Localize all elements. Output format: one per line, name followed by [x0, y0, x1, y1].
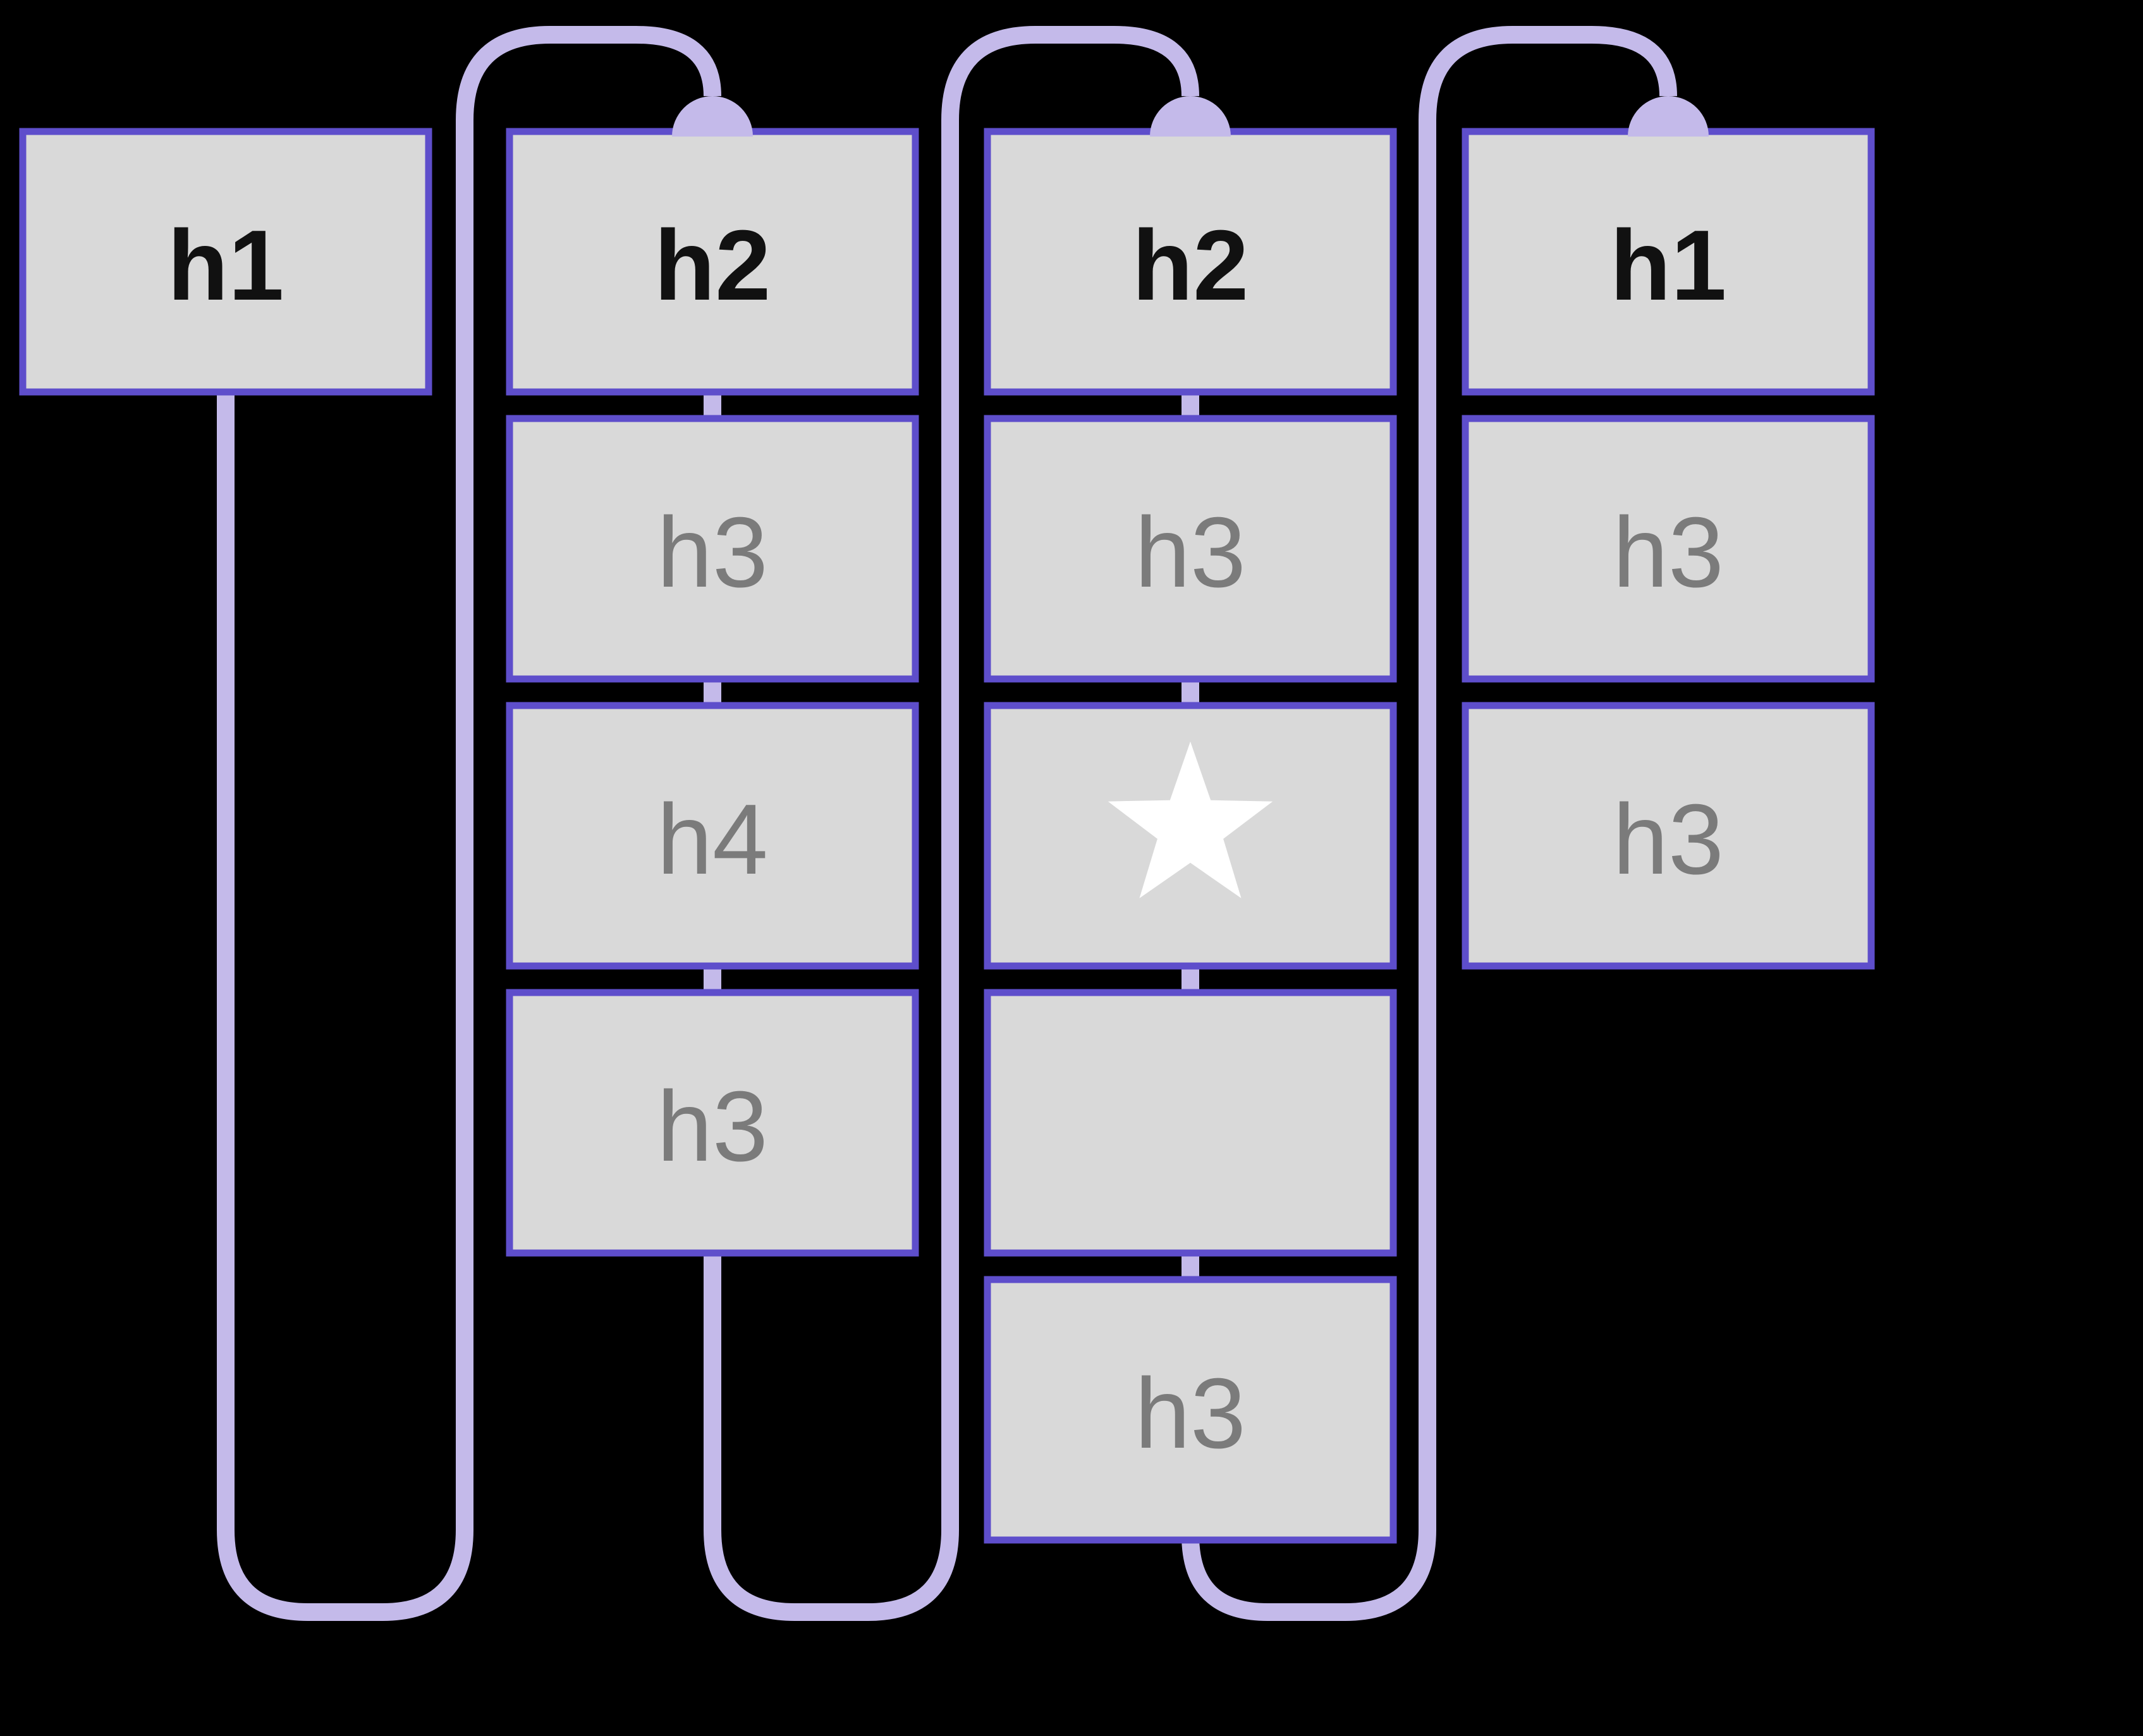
heading-label-h3-section-4: h3 — [1613, 784, 1724, 895]
heading-box-section-4-2 — [1462, 415, 1875, 683]
heading-box-section-3-2 — [984, 415, 1397, 683]
heading-label-h1-section-4: h1 — [1610, 210, 1726, 321]
heading-label-h3-section-4: h3 — [1613, 497, 1724, 608]
traversal-path-segment — [1181, 26, 1677, 1621]
entry-dot — [1150, 96, 1231, 137]
heading-box-section-3-5 — [984, 1276, 1397, 1544]
star-icon — [1108, 742, 1273, 898]
heading-box-section-3-1 — [984, 128, 1397, 396]
heading-box-section-2-1 — [506, 128, 919, 396]
traversal-path-segment — [217, 26, 721, 1621]
traversal-path-segment — [704, 26, 1199, 1621]
heading-box-section-2-2 — [506, 415, 919, 683]
heading-label-h2-section-3: h2 — [1132, 210, 1249, 321]
entry-dot — [1628, 96, 1709, 137]
heading-box-section-2-3 — [506, 702, 919, 970]
heading-label-h4-section-2: h4 — [657, 784, 768, 895]
heading-label-h1-section-1: h1 — [168, 210, 284, 321]
heading-box-section-3-4 — [984, 989, 1397, 1257]
heading-box-section-4-3 — [1462, 702, 1875, 970]
heading-label-h3-section-2: h3 — [657, 1071, 768, 1182]
heading-box-section-1-1 — [19, 128, 432, 396]
heading-label-h3-section-3: h3 — [1135, 497, 1246, 608]
heading-label-h3-section-3: h3 — [1135, 1358, 1246, 1469]
heading-label-h2-section-2: h2 — [654, 210, 771, 321]
entry-dot — [672, 96, 753, 137]
heading-box-section-2-4 — [506, 989, 919, 1257]
heading-label-h3-section-2: h3 — [657, 497, 768, 608]
